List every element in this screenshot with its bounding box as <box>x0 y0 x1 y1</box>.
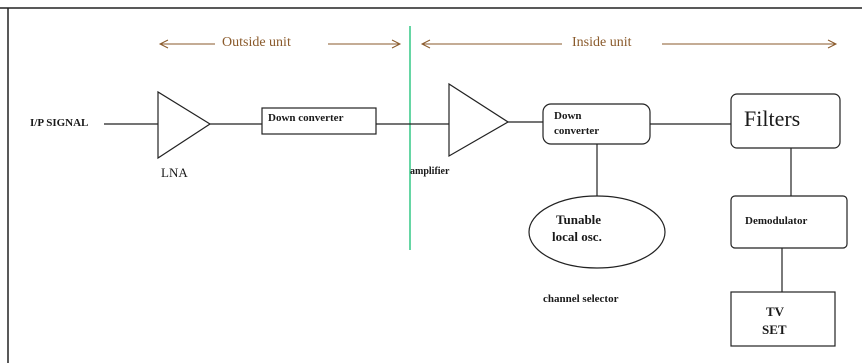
inside-unit-arrow <box>420 39 838 49</box>
outside-unit-arrow <box>158 39 402 49</box>
inside-unit-label: Inside unit <box>572 35 632 50</box>
demodulator-box <box>730 195 848 249</box>
tunable-osc-label-line1: Tunable <box>556 212 602 227</box>
demodulator-label: Demodulator <box>745 215 808 227</box>
tunable-osc-label-line2: local osc. <box>552 229 602 244</box>
tunable-oscillator-ellipse <box>528 195 666 269</box>
filters-box <box>730 93 841 149</box>
tv-label-line2: SET <box>762 322 787 337</box>
filters-label: Filters <box>744 106 801 131</box>
lna-triangle <box>157 90 212 160</box>
down-converter-2-label-line2: converter <box>554 125 600 137</box>
channel-selector-label: channel selector <box>543 293 619 305</box>
down-converter-1-box <box>261 107 377 135</box>
tv-set-box <box>730 291 836 347</box>
input-signal-label: I/P SIGNAL <box>30 117 89 129</box>
tv-label-line1: TV <box>766 304 785 319</box>
lna-label: LNA <box>161 165 188 180</box>
down-converter-1-label: Down converter <box>268 112 344 124</box>
down-converter-2-label-line1: Down <box>554 110 582 122</box>
amplifier-triangle <box>448 82 510 158</box>
outside-unit-label: Outside unit <box>222 35 291 50</box>
amplifier-label: amplifier <box>410 166 450 177</box>
